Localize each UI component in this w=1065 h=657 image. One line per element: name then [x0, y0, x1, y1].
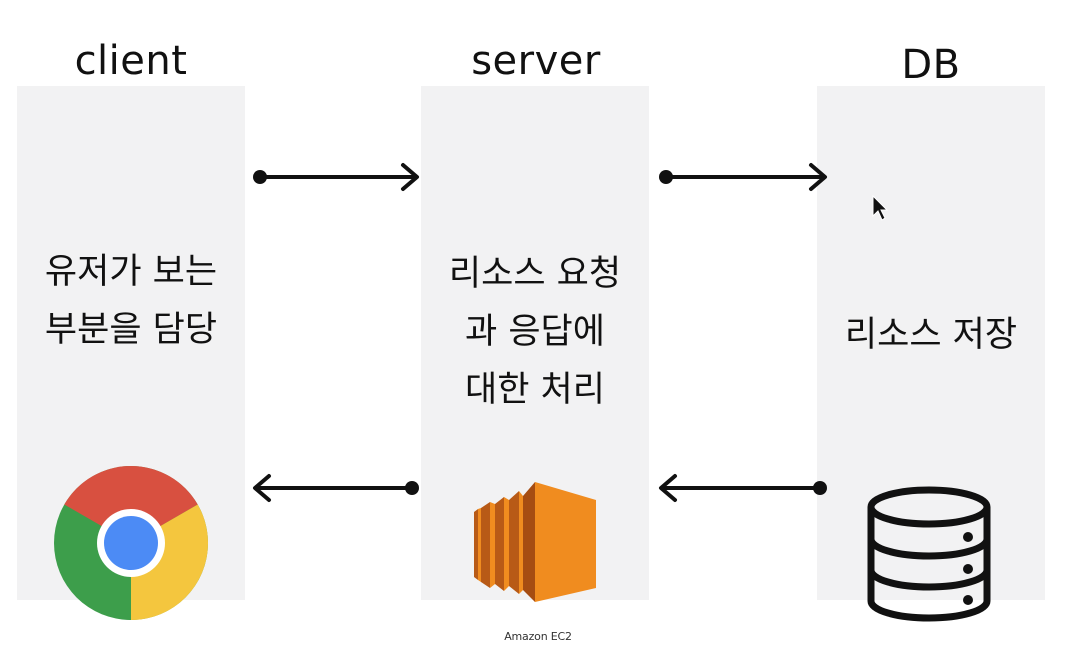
server-description: 리소스 요청 과 응답에 대한 처리	[421, 245, 649, 419]
arrow-client-to-server	[258, 163, 419, 191]
server-title: server	[471, 38, 601, 84]
db-box	[817, 86, 1045, 600]
mouse-cursor-icon	[872, 194, 889, 221]
arrow-dot	[659, 170, 673, 184]
server-desc-line-2: 과 응답에	[465, 312, 605, 352]
arrow-server-to-client	[253, 474, 414, 502]
server-desc-line-1: 리소스 요청	[448, 254, 622, 294]
db-description: 리소스 저장	[817, 306, 1045, 364]
chrome-icon	[54, 465, 209, 620]
client-desc-line-1: 유저가 보는	[44, 252, 218, 292]
arrow-dot	[813, 481, 827, 495]
db-title: DB	[901, 42, 961, 88]
arrow-dot	[253, 170, 267, 184]
client-description: 유저가 보는 부분을 담당	[17, 243, 245, 359]
ec2-label: Amazon EC2	[504, 630, 572, 643]
client-desc-line-2: 부분을 담당	[44, 310, 218, 350]
db-desc-line-1: 리소스 저장	[844, 315, 1018, 355]
database-icon	[867, 486, 991, 622]
amazon-ec2-icon	[474, 482, 596, 602]
arrow-db-to-server	[659, 474, 822, 502]
arrow-server-to-db	[664, 163, 827, 191]
client-title: client	[74, 38, 188, 84]
arrow-dot	[405, 481, 419, 495]
server-desc-line-3: 대한 처리	[465, 370, 605, 410]
